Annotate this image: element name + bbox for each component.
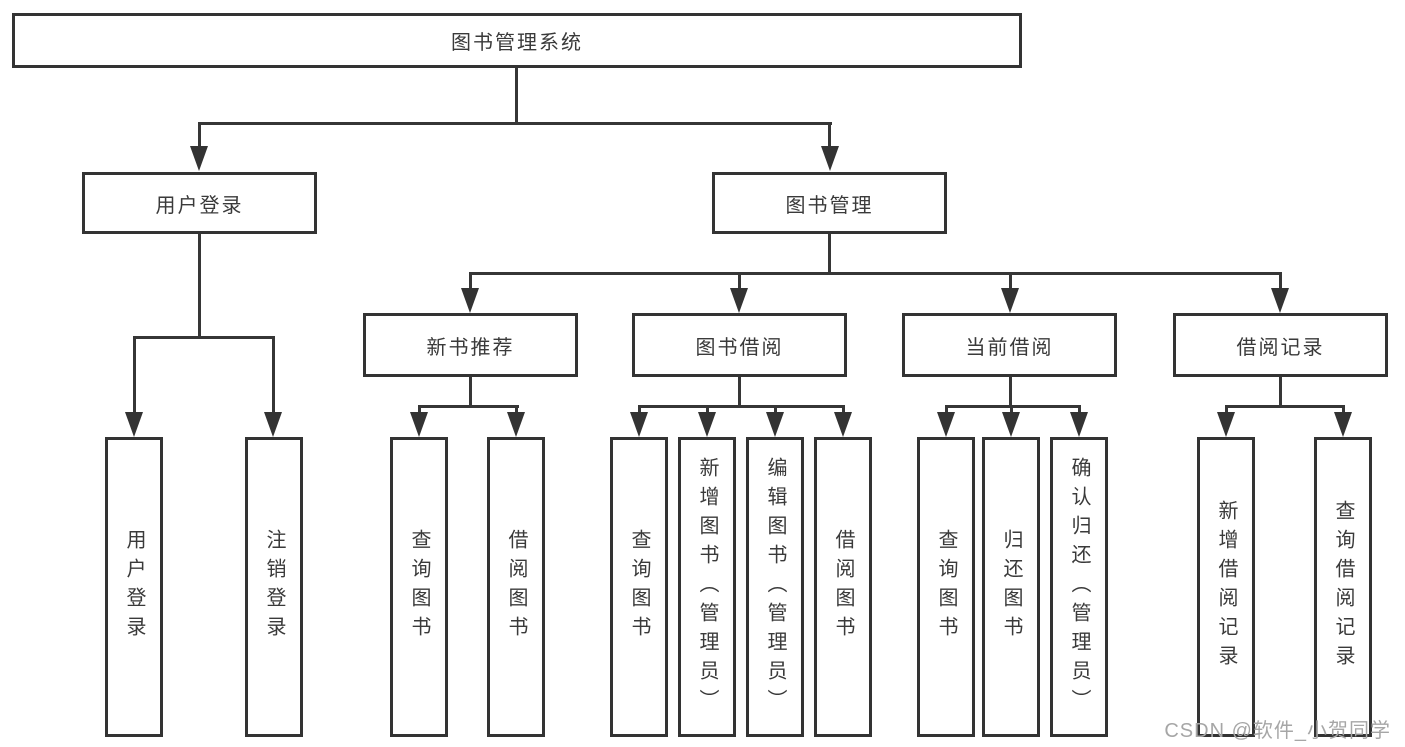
node-root-library-management-system: 图书管理系统: [12, 13, 1022, 68]
arrow-down-icon: [1002, 412, 1020, 437]
leaf-confirm-return-admin: 确认归还（管理员）: [1050, 437, 1108, 737]
arrow-down-icon: [730, 288, 748, 313]
node-current-borrowing: 当前借阅: [902, 313, 1117, 377]
arrow-down-icon: [507, 412, 525, 437]
arrow-down-icon: [1001, 288, 1019, 313]
connector-arrow-shaft: [842, 405, 845, 415]
connector-arrow-shaft: [945, 405, 948, 415]
arrow-down-icon: [264, 412, 282, 437]
arrow-down-icon: [1070, 412, 1088, 437]
connector-arrow-shaft: [1342, 405, 1345, 415]
connector-root-stem: [515, 68, 518, 122]
connector-book-borrow-bar: [638, 405, 845, 408]
connector-arrow-shaft: [418, 405, 421, 415]
leaf-return-books: 归还图书: [982, 437, 1040, 737]
node-book-management: 图书管理: [712, 172, 947, 234]
arrow-down-icon: [698, 412, 716, 437]
connector-book-management-bar: [469, 272, 1282, 275]
leaf-query-books-borrowing: 查询图书: [610, 437, 668, 737]
connector-arrow-shaft-new-book: [469, 272, 472, 290]
connector-arrow-shaft-current-borrow: [1009, 272, 1012, 290]
connector-user-login-stem: [198, 234, 201, 336]
connector-new-book-bar: [418, 405, 519, 408]
arrow-down-icon: [1217, 412, 1235, 437]
connector-arrow-shaft-leaf-logout: [272, 336, 275, 414]
connector-arrow-shaft: [706, 405, 709, 415]
leaf-user-login: 用户登录: [105, 437, 163, 737]
leaf-query-books-recommend: 查询图书: [390, 437, 448, 737]
connector-arrow-shaft-book-borrow: [738, 272, 741, 290]
leaf-add-borrow-record: 新增借阅记录: [1197, 437, 1255, 737]
arrow-down-icon: [461, 288, 479, 313]
connector-arrow-shaft: [515, 405, 518, 415]
arrow-down-icon: [190, 146, 208, 171]
node-book-borrowing: 图书借阅: [632, 313, 847, 377]
connector-book-management-stem: [828, 234, 831, 272]
connector-arrow-shaft: [774, 405, 777, 415]
leaf-add-book-admin: 新增图书（管理员）: [678, 437, 736, 737]
arrow-down-icon: [125, 412, 143, 437]
arrow-down-icon: [1271, 288, 1289, 313]
arrow-down-icon: [1334, 412, 1352, 437]
connector-arrow-shaft-leaf-user-login: [133, 336, 136, 414]
connector-current-borrow-stem: [1009, 377, 1012, 405]
connector-borrow-records-bar: [1225, 405, 1345, 408]
node-new-book-recommendation: 新书推荐: [363, 313, 578, 377]
leaf-borrow-books-recommend: 借阅图书: [487, 437, 545, 737]
connector-arrow-shaft-user-login: [198, 122, 201, 150]
leaf-borrow-books-borrowing: 借阅图书: [814, 437, 872, 737]
connector-current-borrow-bar: [945, 405, 1081, 408]
node-borrowing-records: 借阅记录: [1173, 313, 1388, 377]
connector-arrow-shaft-borrow-records: [1279, 272, 1282, 290]
arrow-down-icon: [821, 146, 839, 171]
connector-arrow-shaft: [1010, 405, 1013, 415]
leaf-logout: 注销登录: [245, 437, 303, 737]
connector-arrow-shaft-book-management: [828, 122, 831, 150]
node-user-login: 用户登录: [82, 172, 317, 234]
connector-arrow-shaft: [1078, 405, 1081, 415]
leaf-edit-book-admin: 编辑图书（管理员）: [746, 437, 804, 737]
arrow-down-icon: [937, 412, 955, 437]
leaf-query-borrow-record: 查询借阅记录: [1314, 437, 1372, 737]
connector-user-login-bar: [133, 336, 275, 339]
connector-book-borrow-stem: [738, 377, 741, 405]
connector-arrow-shaft: [638, 405, 641, 415]
csdn-watermark: CSDN @软件_小贺同学: [1164, 720, 1391, 742]
connector-new-book-stem: [469, 377, 472, 405]
arrow-down-icon: [766, 412, 784, 437]
arrow-down-icon: [630, 412, 648, 437]
arrow-down-icon: [834, 412, 852, 437]
connector-root-bar: [198, 122, 832, 125]
arrow-down-icon: [410, 412, 428, 437]
connector-borrow-records-stem: [1279, 377, 1282, 405]
leaf-query-books-current: 查询图书: [917, 437, 975, 737]
connector-arrow-shaft: [1225, 405, 1228, 415]
